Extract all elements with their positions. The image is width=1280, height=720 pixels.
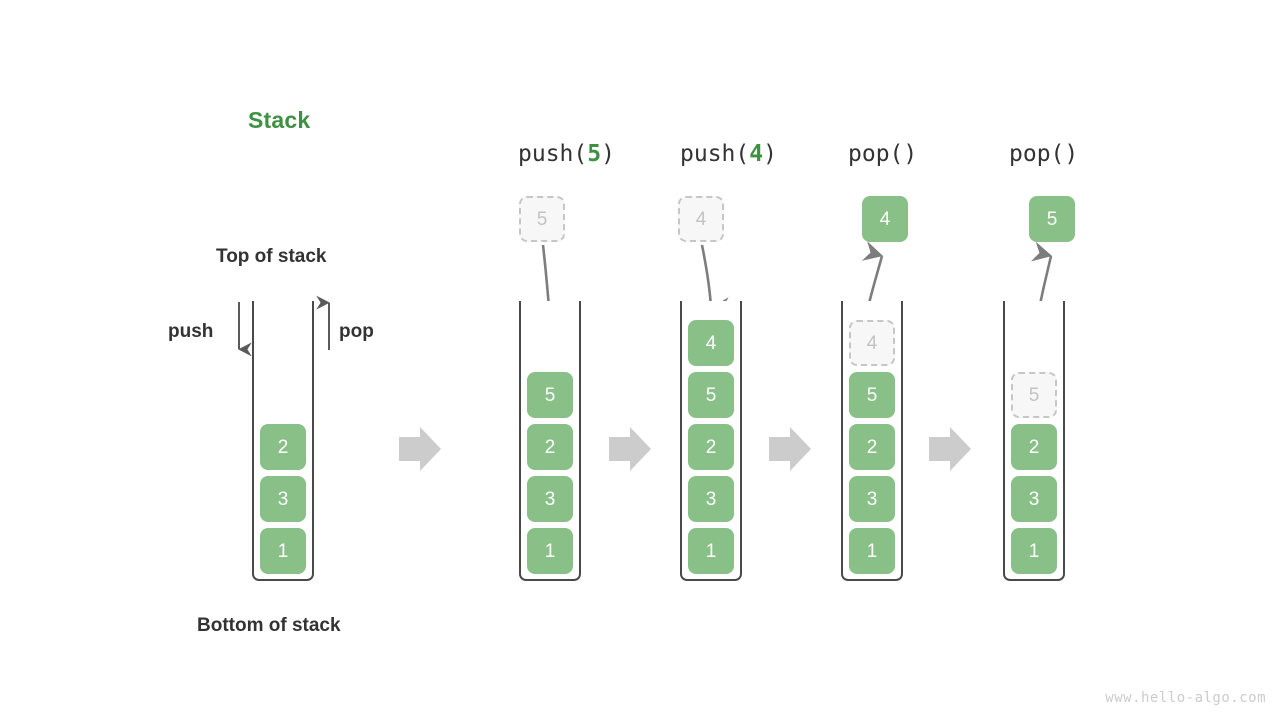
floating-cell-pop-1: 4 bbox=[862, 196, 908, 242]
stack-cell: 1 bbox=[527, 528, 573, 574]
label-bottom-of-stack: Bottom of stack bbox=[197, 615, 341, 636]
stack-cell: 3 bbox=[527, 476, 573, 522]
operation-label-pop-2: pop() bbox=[1009, 141, 1078, 167]
transition-arrow-4 bbox=[929, 427, 971, 471]
op-prefix: push( bbox=[518, 141, 588, 167]
page-title: Stack bbox=[248, 107, 311, 133]
stack-cell: 4 bbox=[688, 320, 734, 366]
label-top-of-stack: Top of stack bbox=[216, 246, 327, 267]
operation-label-push-4: push(4) bbox=[680, 141, 777, 167]
stack-cell: 1 bbox=[1011, 528, 1057, 574]
operation-label-push-5: push(5) bbox=[518, 141, 615, 167]
op-suffix: ) bbox=[763, 141, 777, 167]
op-arg: 5 bbox=[587, 141, 602, 167]
stack-cell: 2 bbox=[1011, 424, 1057, 470]
label-pop: pop bbox=[339, 321, 374, 342]
transition-arrow-3 bbox=[769, 427, 811, 471]
stack-cell: 2 bbox=[527, 424, 573, 470]
stack-cell: 2 bbox=[688, 424, 734, 470]
stack-cell: 5 bbox=[527, 372, 573, 418]
op-prefix: pop( bbox=[848, 141, 904, 167]
op-suffix: ) bbox=[903, 141, 918, 167]
op-prefix: push( bbox=[680, 141, 750, 167]
stack-cell: 5 bbox=[688, 372, 734, 418]
floating-cell-pop-2: 5 bbox=[1029, 196, 1075, 242]
stack-cell: 1 bbox=[260, 528, 306, 574]
stack-cell: 1 bbox=[849, 528, 895, 574]
stack-cell: 3 bbox=[849, 476, 895, 522]
stack-cell: 3 bbox=[260, 476, 306, 522]
stack-cell: 3 bbox=[1011, 476, 1057, 522]
op-arg: 4 bbox=[749, 141, 764, 167]
op-prefix: pop( bbox=[1009, 141, 1065, 167]
transition-arrow-1 bbox=[399, 427, 441, 471]
floating-cell-push-5: 5 bbox=[519, 196, 565, 242]
op-suffix: ) bbox=[1064, 141, 1079, 167]
stack-cell: 1 bbox=[688, 528, 734, 574]
stack-cell: 2 bbox=[260, 424, 306, 470]
operation-label-pop-1: pop() bbox=[848, 141, 917, 167]
watermark: www.hello-algo.com bbox=[1105, 690, 1266, 706]
stack-cell: 5 bbox=[849, 372, 895, 418]
stack-cell-removed: 5 bbox=[1011, 372, 1057, 418]
floating-cell-push-4: 4 bbox=[678, 196, 724, 242]
stack-cell-removed: 4 bbox=[849, 320, 895, 366]
op-suffix: ) bbox=[601, 141, 615, 167]
label-push: push bbox=[168, 321, 214, 342]
transition-arrow-2 bbox=[609, 427, 651, 471]
stack-cell: 3 bbox=[688, 476, 734, 522]
stack-cell: 2 bbox=[849, 424, 895, 470]
push-4-motion-arrow bbox=[700, 244, 730, 318]
